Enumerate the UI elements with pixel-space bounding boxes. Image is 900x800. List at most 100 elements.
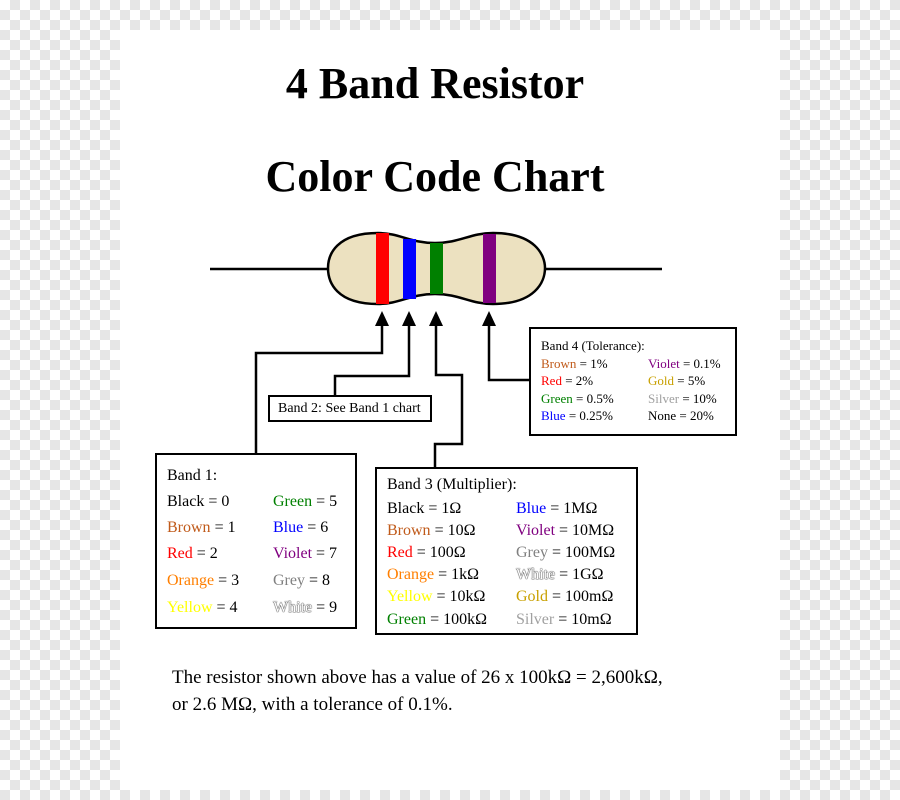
band-1-color-label: Blue [273,519,304,536]
band-4-stripe [483,234,496,303]
band-4-arrowhead [482,311,496,326]
band-4-value: = 5% [674,373,706,388]
band-1-entry: Green = 5 [273,493,337,511]
band-1-color-label: Brown [167,519,211,536]
band-3-connector [433,324,464,469]
band-3-entry: Yellow = 10kΩ [387,588,485,606]
band-1-entry: Violet = 7 [273,545,337,563]
band-3-title: Band 3 (Multiplier): [387,476,517,493]
band-4-entry: Gold = 5% [648,373,705,389]
band-1-title: Band 1: [167,467,218,484]
band-3-entry: Blue = 1MΩ [516,500,597,518]
band-3-value: = 100Ω [412,544,466,561]
band-1-entry: Brown = 1 [167,519,236,537]
band-4-value: = 0.25% [565,408,613,423]
band-3-color-label: Blue [516,500,547,517]
band-1-value: = 3 [214,572,240,589]
band-4-color-label: Green [541,391,573,406]
band-1-color-label: Red [167,545,193,562]
band-1-entry: Grey = 8 [273,572,330,590]
chart-title-line-2: Color Code Chart [265,152,605,201]
band-4-connector [487,324,531,382]
band-1-value: = 9 [312,599,338,616]
band-1-value: = 8 [304,572,331,589]
band-1-color-label: Green [273,493,313,510]
band-1-value: = 1 [210,519,236,536]
band-3-color-label: Black [387,500,425,517]
band-3-value: = 10mΩ [554,611,612,628]
band-4-color-label: Gold [648,373,674,388]
band-3-entry: Brown = 10Ω [387,522,475,540]
band-3-color-label: Brown [387,522,431,539]
band-3-color-label: Silver [516,611,555,628]
band-3-value: = 10MΩ [555,522,615,539]
band-4-legend-box: Band 4 (Tolerance): Brown = 1% Red = 2% … [529,327,737,436]
band-4-entry: Blue = 0.25% [541,408,613,424]
band-4-value: = 0.1% [679,356,721,371]
band-3-entry: Green = 100kΩ [387,611,487,629]
band-1-legend-box: Band 1: Black = 0 Brown = 1 Red = 2 Oran… [155,453,357,629]
band-2-stripe [403,239,416,299]
band-3-entry: Orange = 1kΩ [387,566,479,584]
band-4-title: Band 4 (Tolerance): [541,338,645,353]
band-3-entry: White = 1GΩ [516,566,604,584]
band-1-entry: Orange = 3 [167,572,239,590]
band-1-color-label: Violet [273,545,313,562]
band-3-color-label: Violet [516,522,556,539]
band-3-color-label: Red [387,544,413,561]
band-3-entry: Black = 1Ω [387,500,461,518]
band-4-entry: None = 20% [648,408,714,424]
band-3-value: = 1MΩ [546,500,598,517]
band-2-title: Band 2: See Band 1 chart [278,401,421,416]
band-3-entry: Violet = 10MΩ [516,522,614,540]
band-4-value: = 10% [679,391,717,406]
band-1-entry: Yellow = 4 [167,599,238,617]
band-3-color-label: Yellow [387,588,433,605]
band-3-entry: Gold = 100mΩ [516,588,613,606]
band-2-arrowhead [402,311,416,326]
band-3-legend-box: Band 3 (Multiplier): Black = 1Ω Brown = … [375,467,638,635]
band-4-value: = 1% [576,356,608,371]
example-explanation-line-1: The resistor shown above has a value of … [172,667,663,688]
band-4-value: = 0.5% [572,391,614,406]
band-4-entry: Brown = 1% [541,356,608,372]
band-3-color-label: Grey [516,544,548,561]
band-1-value: = 5 [312,493,338,510]
band-4-color-label: Violet [648,356,680,371]
band-4-entry: Green = 0.5% [541,391,614,407]
band-1-color-label: White [273,599,313,616]
band-1-entry: Blue = 6 [273,519,328,537]
band-1-entry: White = 9 [273,599,337,617]
band-1-color-label: Yellow [167,599,213,616]
band-3-value: = 100MΩ [547,544,616,561]
band-3-value: = 10Ω [430,522,476,539]
band-3-value: = 100mΩ [548,588,614,605]
band-4-value: = 20% [676,408,714,423]
band-1-value: = 0 [204,493,230,510]
band-1-connector [254,324,384,455]
band-1-color-label: Black [167,493,205,510]
band-3-stripe [430,243,443,294]
band-3-value: = 1GΩ [555,566,604,583]
band-3-entry: Red = 100Ω [387,544,466,562]
band-1-stripe [376,233,389,304]
band-3-arrowhead [429,311,443,326]
band-4-value: = 2% [561,373,594,388]
band-2-legend-box: Band 2: See Band 1 chart [268,395,432,422]
band-4-color-label: None [648,408,677,423]
band-3-color-label: Orange [387,566,435,583]
band-3-value: = 100kΩ [426,611,488,628]
band-1-arrowhead [375,311,389,326]
band-3-color-label: White [516,566,556,583]
band-1-value: = 7 [312,545,338,562]
band-1-value: = 2 [192,545,218,562]
band-3-value: = 10kΩ [432,588,486,605]
band-4-color-label: Red [541,373,562,388]
band-4-color-label: Brown [541,356,577,371]
band-1-value: = 6 [303,519,329,536]
example-explanation-line-2: or 2.6 MΩ, with a tolerance of 0.1%. [172,694,453,715]
band-1-color-label: Orange [167,572,215,589]
band-3-color-label: Green [387,611,427,628]
band-3-value: = 1kΩ [434,566,480,583]
